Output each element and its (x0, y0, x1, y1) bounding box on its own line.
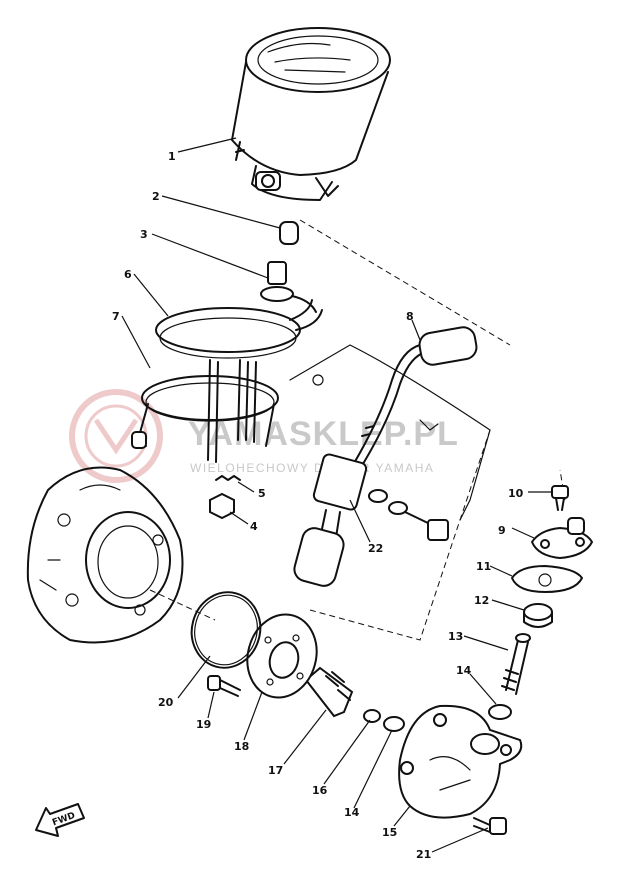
forward-direction-marker: FWD (35, 803, 85, 837)
part-18-drive-plate (246, 613, 318, 699)
watermark-tagline: WIELOHECHOWY DEALER YAMAHA (190, 461, 434, 475)
part-2-bulb (279, 221, 299, 245)
forward-arrow-icon (35, 803, 85, 837)
part-13-shaft (501, 633, 531, 695)
callout-9: 9 (498, 524, 506, 537)
part-6-harness (155, 299, 323, 463)
callout-20: 20 (158, 696, 174, 709)
callout-18: 18 (234, 740, 249, 753)
part-19-bolt (207, 675, 241, 697)
callout-6: 6 (124, 268, 132, 281)
part-20-o-ring (190, 591, 262, 669)
callout-19: 19 (196, 718, 211, 731)
bulb-lead (131, 431, 147, 449)
part-9-plate (530, 517, 594, 560)
part-8-cable (349, 326, 478, 473)
part-14-washer-lower (383, 716, 405, 732)
callout-10: 10 (508, 487, 524, 500)
callout-22: 22 (368, 542, 383, 555)
watermark-brand: YAMASKLEP.PL (188, 415, 459, 453)
part-21-bolt (473, 817, 507, 835)
callout-numbers: 1 2 3 6 7 8 5 4 22 10 9 11 12 13 14 20 1… (112, 150, 524, 861)
part-4-nut (209, 492, 235, 520)
part-22-cable-joint (293, 453, 368, 587)
part-11-gasket (511, 565, 583, 593)
callout-8: 8 (406, 310, 414, 323)
callout-21: 21 (416, 848, 431, 861)
leader-lines (121, 137, 552, 853)
callout-16: 16 (312, 784, 328, 797)
callout-12: 12 (474, 594, 489, 607)
watermark: YAMASKLEP.PL WIELOHECHOWY DEALER YAMAHA (69, 389, 459, 483)
callout-5: 5 (258, 487, 266, 500)
part-14-washer-upper (488, 704, 512, 720)
callout-13: 13 (448, 630, 463, 643)
callout-2: 2 (152, 190, 160, 203)
callout-1: 1 (168, 150, 176, 163)
part-10-screw (551, 485, 569, 511)
part-1-speedometer (231, 27, 391, 201)
part-3-socket (260, 261, 317, 313)
part-16-washer (363, 709, 381, 723)
part-17-drive-gear (304, 666, 354, 718)
callout-11: 11 (476, 560, 491, 573)
callout-4: 4 (250, 520, 258, 533)
wheel-hub-housing (26, 466, 184, 644)
callout-7: 7 (112, 310, 120, 323)
callout-3: 3 (140, 228, 148, 241)
callout-15: 15 (382, 826, 397, 839)
callout-17: 17 (268, 764, 283, 777)
callout-14-lower: 14 (344, 806, 360, 819)
part-15-gear-housing (398, 704, 523, 819)
part-12-bushing (523, 603, 553, 628)
bracket-plate (289, 344, 491, 541)
part-5-spring (215, 475, 241, 481)
callout-14-upper: 14 (456, 664, 472, 677)
